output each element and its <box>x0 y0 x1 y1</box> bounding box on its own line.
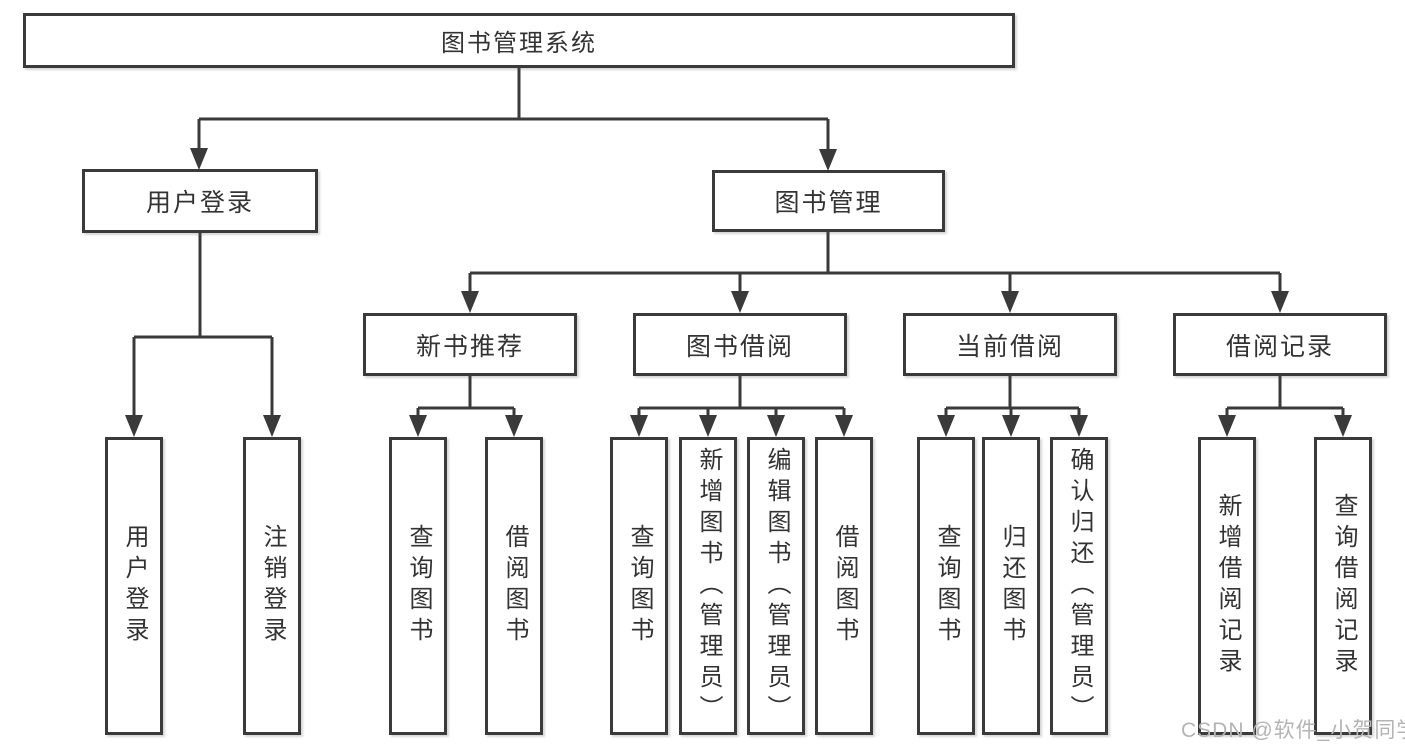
node-book-borrow: 图书借阅 <box>633 313 847 376</box>
csdn-watermark: CSDN @软件_小贺同学 <box>1181 719 1405 742</box>
connector-book-borrow-branch <box>637 374 846 417</box>
leaf-current-query-book-label: 查询图书 <box>933 524 960 648</box>
node-root-library-system: 图书管理系统 <box>23 13 1015 68</box>
arrowhead-borrow-records-leaf-1 <box>1218 415 1236 437</box>
leaf-user-login-label: 用户登录 <box>121 524 148 648</box>
arrowhead-book-management <box>819 149 837 171</box>
node-borrow-records: 借阅记录 <box>1173 313 1387 376</box>
arrowhead-borrow-records-leaf-2 <box>1334 415 1352 437</box>
node-user-login: 用户登录 <box>82 169 318 233</box>
leaf-newbooks-borrow: 借阅图书 <box>485 437 543 735</box>
leaf-edit-book-admin: 编辑图书（管理员） <box>747 437 805 735</box>
leaf-borrow-book-label: 借阅图书 <box>831 524 858 648</box>
leaf-user-login: 用户登录 <box>105 437 163 735</box>
leaf-add-borrow-record: 新增借阅记录 <box>1198 437 1256 735</box>
node-current-borrow: 当前借阅 <box>903 313 1117 376</box>
leaf-confirm-return-admin: 确认归还（管理员） <box>1050 437 1108 735</box>
leaf-return-book: 归还图书 <box>982 437 1040 735</box>
leaf-add-borrow-record-label: 新增借阅记录 <box>1214 493 1241 679</box>
arrowhead-login-leaf-1 <box>125 415 143 437</box>
arrowhead-current-borrow-leaf-3 <box>1070 415 1088 437</box>
node-book-management: 图书管理 <box>712 170 945 232</box>
arrowhead-book-borrow-leaf-4 <box>835 415 853 437</box>
leaf-newbooks-borrow-label: 借阅图书 <box>501 524 528 648</box>
arrowhead-current-borrow-leaf-2 <box>1002 415 1020 437</box>
arrowhead-login-leaf-2 <box>263 415 281 437</box>
connector-root-stem <box>197 66 830 151</box>
arrowhead-new-books <box>461 291 479 313</box>
arrowhead-book-borrow-leaf-2 <box>699 415 717 437</box>
arrowhead-book-borrow <box>731 291 749 313</box>
leaf-confirm-return-admin-label: 确认归还（管理员） <box>1066 446 1093 726</box>
leaf-borrow-query-book-label: 查询图书 <box>626 524 653 648</box>
leaf-query-borrow-record: 查询借阅记录 <box>1314 437 1372 735</box>
leaf-current-query-book: 查询图书 <box>917 437 975 735</box>
arrowhead-current-borrow-leaf-1 <box>937 415 955 437</box>
connector-current-borrow-branch <box>944 374 1081 417</box>
leaf-add-book-admin-label: 新增图书（管理员） <box>695 446 722 726</box>
leaf-edit-book-admin-label: 编辑图书（管理员） <box>763 446 790 726</box>
arrowhead-book-borrow-leaf-1 <box>630 415 648 437</box>
leaf-add-book-admin: 新增图书（管理员） <box>679 437 737 735</box>
leaf-newbooks-query: 查询图书 <box>389 437 447 735</box>
connector-new-books-branch <box>416 374 516 417</box>
connector-user-login-branch <box>132 231 274 417</box>
leaf-logout-label: 注销登录 <box>259 524 286 648</box>
leaf-newbooks-query-label: 查询图书 <box>405 524 432 648</box>
leaf-borrow-book: 借阅图书 <box>815 437 873 735</box>
connector-borrow-records-branch <box>1225 374 1345 417</box>
arrowhead-borrow-records <box>1271 291 1289 313</box>
leaf-logout: 注销登录 <box>243 437 301 735</box>
leaf-query-borrow-record-label: 查询借阅记录 <box>1330 493 1357 679</box>
leaf-return-book-label: 归还图书 <box>998 524 1025 648</box>
node-new-book-recommend: 新书推荐 <box>363 313 577 376</box>
connector-book-management-branch <box>468 230 1282 293</box>
arrowhead-current-borrow <box>1001 291 1019 313</box>
arrowhead-book-borrow-leaf-3 <box>767 415 785 437</box>
leaf-borrow-query-book: 查询图书 <box>610 437 668 735</box>
arrowhead-user-login <box>190 148 208 170</box>
arrowhead-new-books-leaf-1 <box>409 415 427 437</box>
arrowhead-new-books-leaf-2 <box>505 415 523 437</box>
